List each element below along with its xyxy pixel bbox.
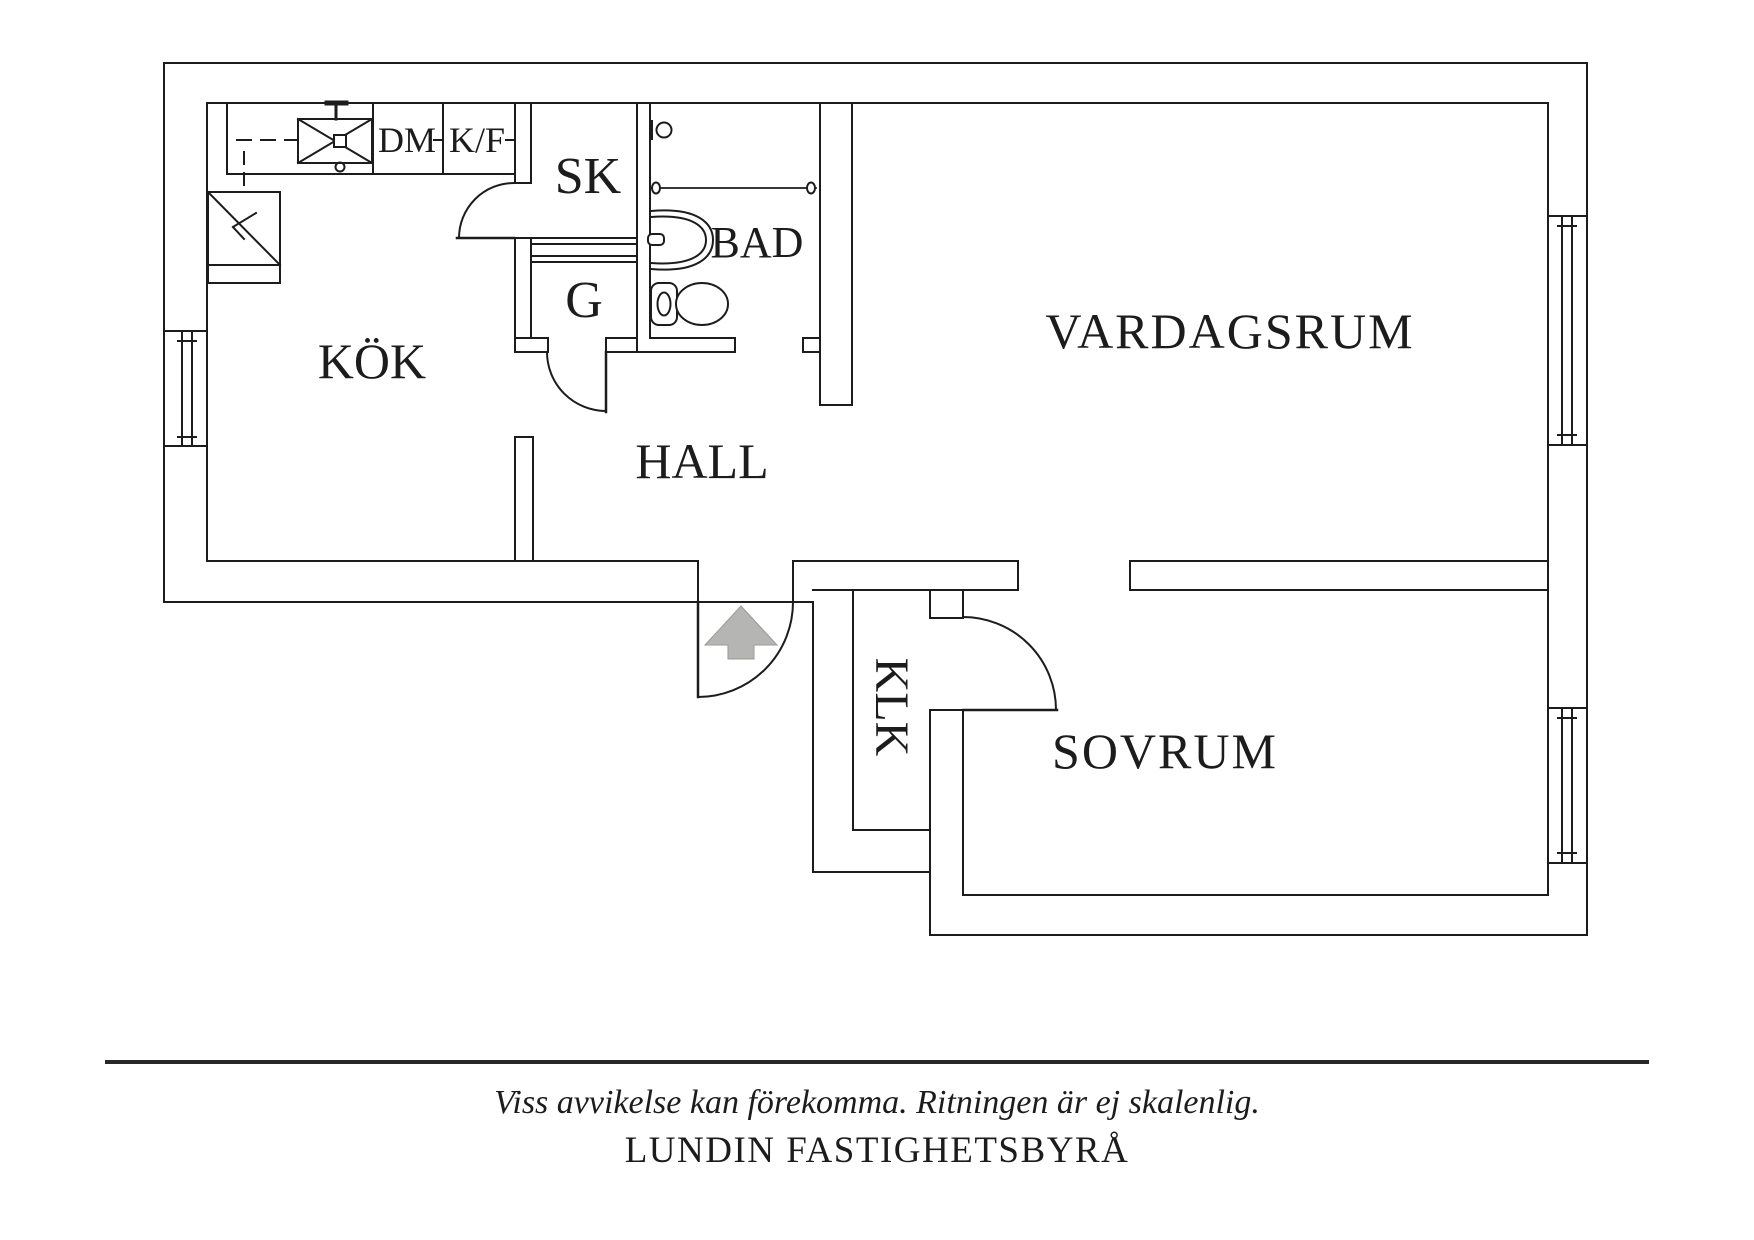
washbasin-tap [647, 233, 665, 246]
corner-cabinet-mark [231, 225, 246, 241]
door-arc [962, 616, 1057, 711]
sink-center-square [333, 134, 347, 148]
room-label-kok: KÖK [318, 333, 426, 389]
appliance-label-kf: K/F [449, 120, 505, 160]
room-label-bad: BAD [711, 218, 804, 267]
curtain-end [806, 181, 816, 195]
kf-label-bg [447, 123, 505, 155]
toilet-bowl-icon [675, 282, 729, 326]
agency-name: LUNDIN FASTIGHETSBYRÅ [624, 1129, 1130, 1171]
door-arc [697, 601, 794, 698]
toilet-tank-oval [656, 291, 672, 317]
door-arc [546, 351, 607, 412]
room-label-vardagsrum: VARDAGSRUM [1045, 303, 1414, 359]
room-label-hall: HALL [635, 433, 768, 489]
curtain-end [651, 181, 661, 195]
dm-label-bg [379, 123, 433, 155]
appliance-label-dm: DM [378, 120, 436, 160]
corner-cabinet-diagonal [206, 190, 282, 267]
closet-label-klk: KLK [865, 658, 918, 757]
corner-cabinet-strip [207, 264, 281, 284]
footer: Viss avvikelse kan förekomma. Ritningen … [0, 1082, 1754, 1172]
shower-head-icon [655, 121, 673, 139]
closet-label-sk: SK [555, 148, 622, 205]
entrance-arrow-icon [703, 605, 779, 660]
room-label-sovrum: SOVRUM [1052, 723, 1278, 779]
corner-cabinet-mark [231, 211, 258, 229]
divider-line [105, 1060, 1649, 1064]
sink-drain [334, 161, 346, 173]
washbasin-icon [650, 209, 715, 271]
door-arc [458, 182, 515, 239]
exterior-wall-outline [163, 62, 1588, 936]
closet-label-g: G [565, 272, 603, 329]
disclaimer-text: Viss avvikelse kan förekomma. Ritningen … [494, 1084, 1260, 1121]
